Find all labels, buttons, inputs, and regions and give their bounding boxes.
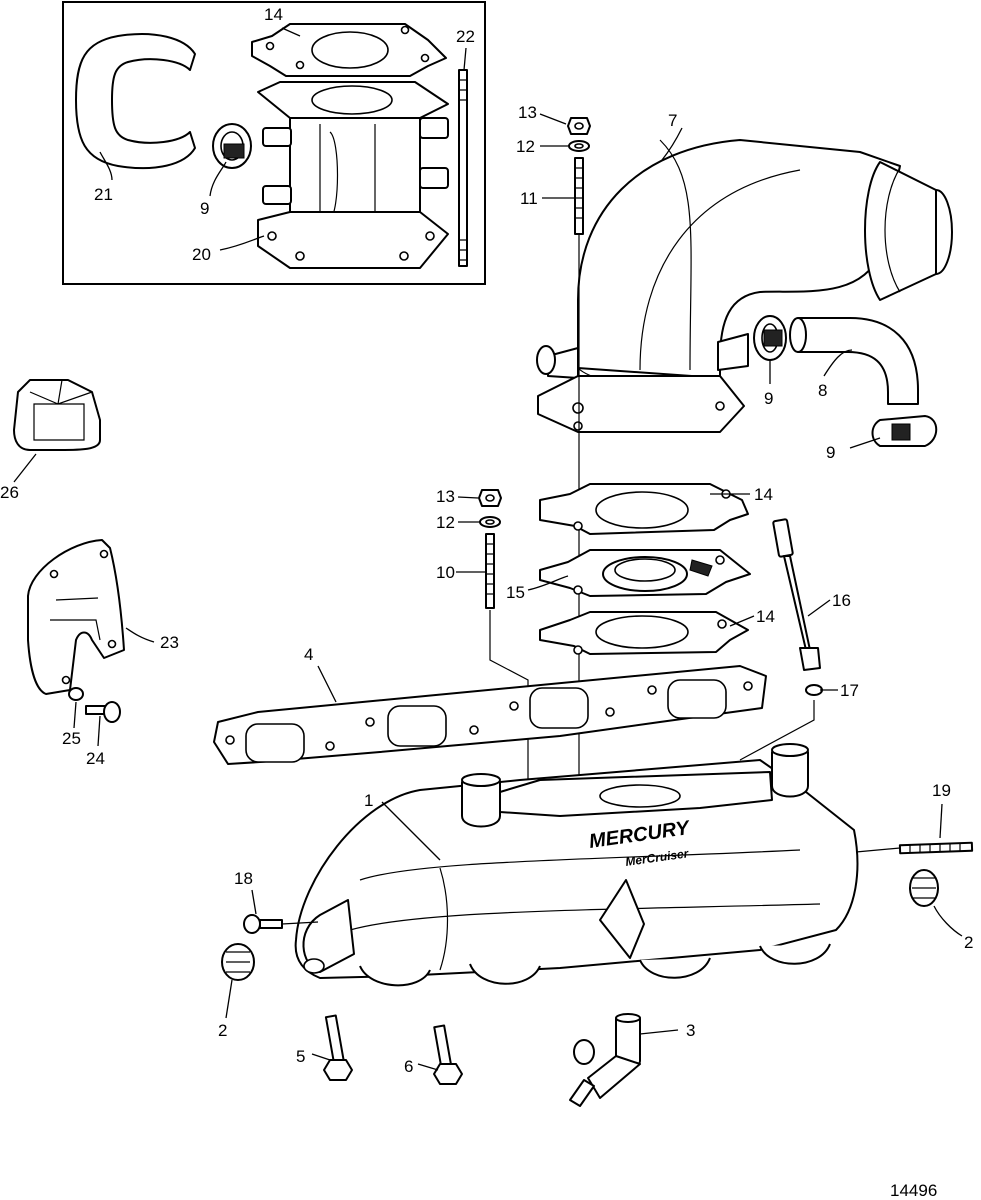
callout-13-lower: 13 <box>436 487 455 506</box>
callout-26: 26 <box>0 483 19 502</box>
part-11-stud <box>574 157 584 235</box>
sensor-alignment-line <box>739 700 815 761</box>
callout-25: 25 <box>62 729 81 748</box>
part-2-plug-left <box>221 943 255 981</box>
callout-24: 24 <box>86 749 105 768</box>
stud-19-alignment-line <box>855 847 901 853</box>
callout-4: 4 <box>304 645 313 664</box>
screw-18-alignment-line <box>281 921 319 925</box>
callout-6: 6 <box>404 1057 413 1076</box>
part-16-temperature-sensor <box>772 518 821 671</box>
callout-14-lower: 14 <box>756 607 775 626</box>
part-21-hose <box>75 33 196 170</box>
part-14-gasket-upper <box>539 483 749 535</box>
part-8-hose <box>789 317 919 405</box>
part-1-exhaust-manifold: MERCURY MerCruiser <box>294 743 859 987</box>
part-26-cap <box>13 379 101 451</box>
part-22-stud-inset <box>458 69 468 267</box>
callout-12-upper: 12 <box>516 137 535 156</box>
callout-16: 16 <box>832 591 851 610</box>
callout-19: 19 <box>932 781 951 800</box>
part-12-washer-lower <box>479 516 501 528</box>
part-19-stud <box>898 841 974 855</box>
callout-17: 17 <box>840 681 859 700</box>
part-13-nut-upper <box>567 117 591 135</box>
part-9-clamp-upper <box>753 315 787 361</box>
callout-9-inset: 9 <box>200 199 209 218</box>
part-13-nut-lower <box>478 489 502 507</box>
callout-10: 10 <box>436 563 455 582</box>
callout-23: 23 <box>160 633 179 652</box>
callout-1: 1 <box>364 791 373 810</box>
part-3-elbow-fitting <box>569 1013 641 1107</box>
callout-13-upper: 13 <box>518 103 537 122</box>
part-4-manifold-gasket <box>213 665 767 765</box>
callout-15: 15 <box>506 583 525 602</box>
part-17-washer <box>805 684 823 696</box>
part-5-bolt <box>323 1014 353 1081</box>
figure-number: 14496 <box>890 1181 937 1200</box>
part-25-washer <box>68 687 84 701</box>
part-14-gasket-inset <box>251 23 447 77</box>
callout-20: 20 <box>192 245 211 264</box>
part-14-gasket-lower <box>539 611 749 655</box>
part-23-shield <box>27 539 125 695</box>
inset-frame <box>62 1 486 285</box>
part-2-plug-right <box>909 869 939 907</box>
callout-14-inset: 14 <box>264 5 283 24</box>
callout-18: 18 <box>234 869 253 888</box>
callout-2-right: 2 <box>964 933 973 952</box>
callout-8: 8 <box>818 381 827 400</box>
part-15-plate <box>539 549 751 597</box>
part-7-exhaust-elbow <box>536 139 953 433</box>
part-18-screw <box>243 914 283 934</box>
callout-5: 5 <box>296 1047 305 1066</box>
callout-11: 11 <box>520 189 538 208</box>
callout-22: 22 <box>456 27 475 46</box>
callout-12-lower: 12 <box>436 513 455 532</box>
callout-14-upper: 14 <box>754 485 773 504</box>
part-6-bolt <box>433 1024 463 1085</box>
callout-9-lower: 9 <box>826 443 835 462</box>
callout-labels: 14 22 21 9 20 13 12 11 7 8 9 9 13 12 10 … <box>0 5 973 1200</box>
callout-3: 3 <box>686 1021 695 1040</box>
callout-9-upper: 9 <box>764 389 773 408</box>
callout-7: 7 <box>668 111 677 130</box>
callout-2-left: 2 <box>218 1021 227 1040</box>
part-9-clamp-lower <box>871 415 938 447</box>
leader-lines <box>13 27 963 1071</box>
callout-21: 21 <box>94 185 113 204</box>
part-9-clamp-inset <box>212 123 252 169</box>
part-24-bolt <box>85 701 121 723</box>
part-20-riser-spacer <box>257 81 449 269</box>
part-12-washer-upper <box>568 140 590 152</box>
part-10-stud <box>485 533 495 609</box>
